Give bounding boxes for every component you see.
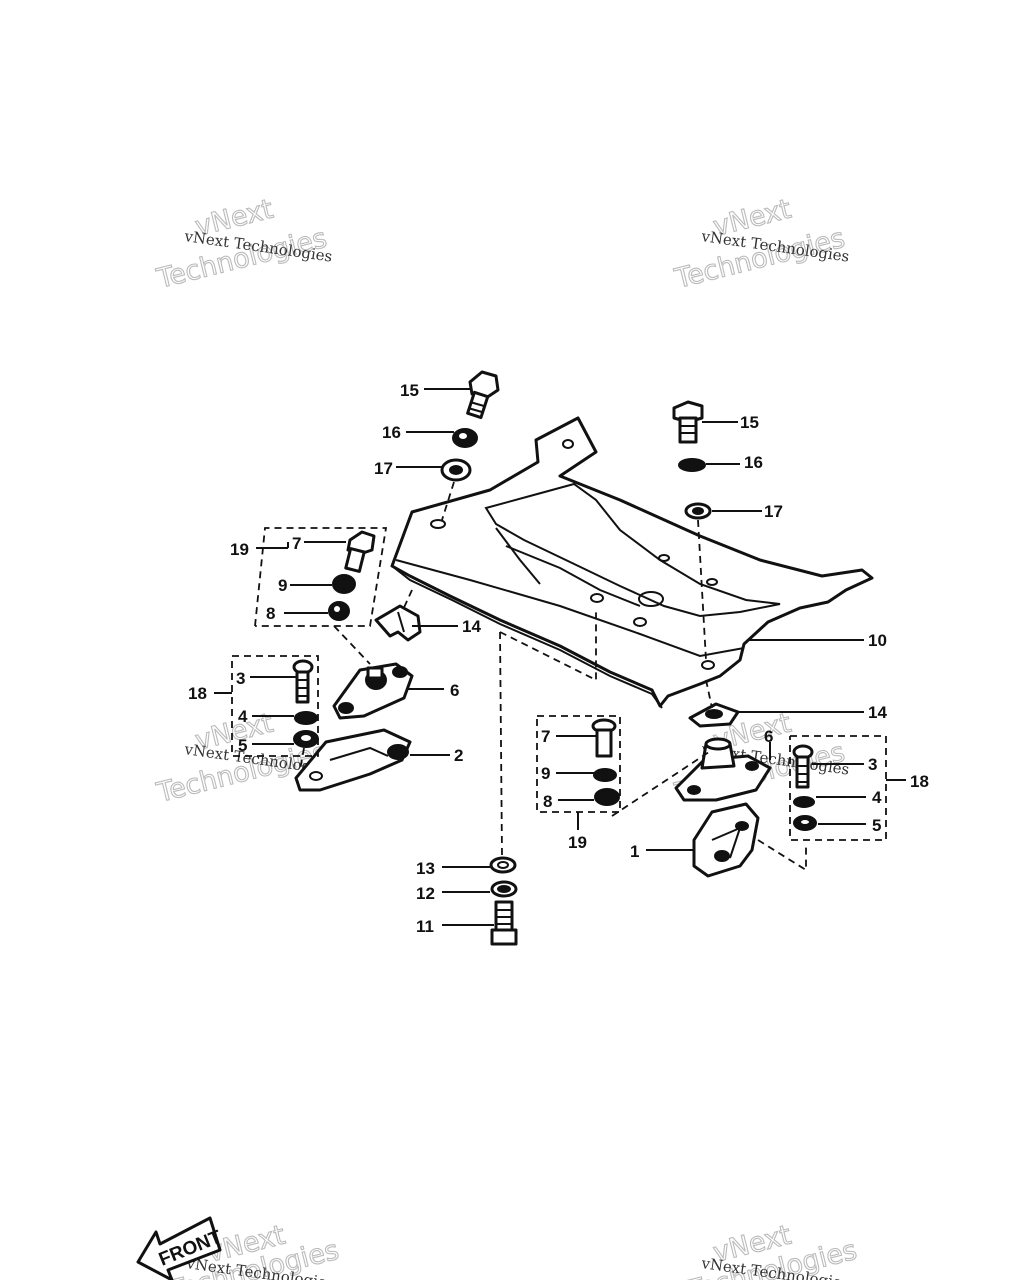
callout-16-right: 16 (744, 453, 763, 472)
callout-7-right: 7 (541, 727, 550, 746)
leader-lines (214, 388, 906, 926)
callout-4-right: 4 (872, 788, 882, 807)
clip-part-14-left (374, 604, 422, 642)
watermark-top-left: vNext Technologies vNext Technologies (153, 193, 334, 296)
callout-17-left: 17 (374, 459, 393, 478)
bolt-part-7-left (344, 530, 376, 573)
bolt-part-15-right (672, 400, 704, 444)
washer-part-13 (489, 856, 517, 874)
callout-16-left: 16 (382, 423, 401, 442)
callout-15-left: 15 (400, 381, 419, 400)
callout-13: 13 (416, 859, 435, 878)
callout-9-left: 9 (278, 576, 287, 595)
bolt-part-3-left (292, 659, 314, 704)
washer-part-17-left (440, 458, 472, 482)
callout-14-left: 14 (462, 617, 481, 636)
washer-part-5-right (793, 815, 817, 831)
callout-17-right: 17 (764, 502, 783, 521)
watermark-bottom-right: vNext Technologies vNext Technologies (683, 1219, 861, 1280)
washer-part-4-left (294, 711, 318, 725)
washer-part-17-right (684, 502, 712, 520)
nut-part-9-left (332, 574, 356, 594)
washer-part-4-right (793, 796, 815, 808)
callout-4-left: 4 (238, 707, 248, 726)
engine-mount-part-6-left (332, 662, 414, 720)
callout-10: 10 (868, 631, 887, 650)
subframe-part-10 (390, 416, 874, 709)
bolt-part-11 (490, 900, 518, 946)
callout-8-left: 8 (266, 604, 275, 623)
washer-part-8-left (328, 601, 350, 621)
callout-numbers: 15 16 17 15 16 17 19 7 9 8 14 10 18 3 4 … (188, 381, 929, 936)
callout-18-left: 18 (188, 684, 207, 703)
callout-7-left: 7 (292, 534, 301, 553)
clip-part-14-right (688, 702, 740, 728)
bracket-part-2 (294, 728, 412, 792)
callout-8-right: 8 (543, 792, 552, 811)
callout-19-left: 19 (230, 540, 249, 559)
callout-18-right: 18 (910, 772, 929, 791)
callout-9-right: 9 (541, 764, 550, 783)
washer-part-8-right (594, 788, 620, 806)
washer-part-16-left (452, 428, 478, 448)
callout-5-right: 5 (872, 816, 881, 835)
callout-3-left: 3 (236, 669, 245, 688)
callout-15-right: 15 (740, 413, 759, 432)
washer-part-5-left (293, 730, 319, 748)
callout-1: 1 (630, 842, 639, 861)
bolt-part-15-left (466, 370, 500, 420)
bracket-part-1 (692, 802, 760, 878)
callout-2: 2 (454, 746, 463, 765)
engine-mount-part-6-right (674, 737, 772, 802)
callout-6-right: 6 (764, 727, 773, 746)
assembly-guides (231, 481, 887, 872)
washer-part-12 (490, 880, 518, 898)
nut-part-9-right (593, 768, 617, 782)
callout-3-right: 3 (868, 755, 877, 774)
washer-part-16-right (678, 458, 706, 472)
callout-14-right: 14 (868, 703, 887, 722)
callout-12: 12 (416, 884, 435, 903)
bolt-part-3-right (792, 744, 814, 789)
watermark-top-right: vNext Technologies vNext Technologies (671, 193, 851, 296)
bolt-part-7-right (591, 718, 617, 758)
callout-19-right: 19 (568, 833, 587, 852)
callout-11: 11 (416, 917, 434, 936)
callout-5-left: 5 (238, 736, 247, 755)
callout-6-left: 6 (450, 681, 459, 700)
